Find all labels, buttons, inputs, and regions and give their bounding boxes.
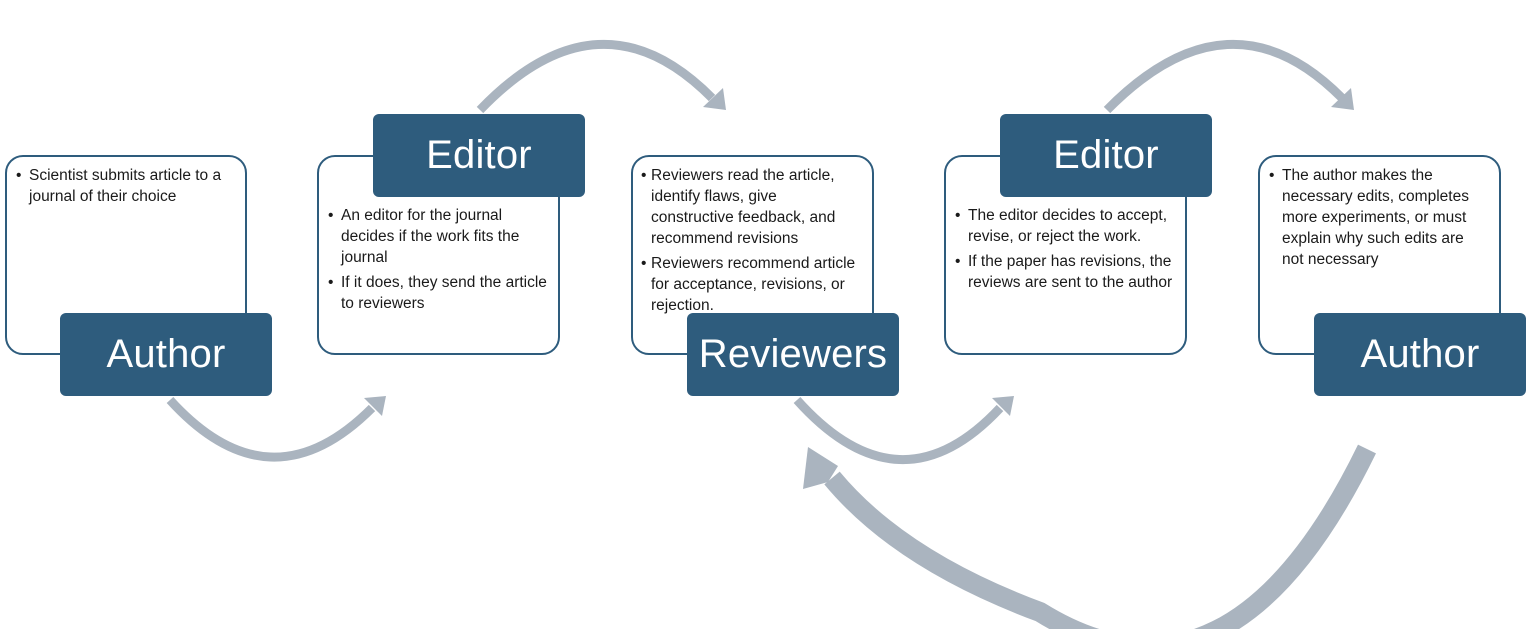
step-3-card: Reviewers read the article, identify fla… (631, 155, 874, 355)
step-4-bullet-2: If the paper has revisions, the reviews … (954, 251, 1175, 293)
arrow-reviewers-to-editor (793, 396, 1004, 465)
arrow-author-to-editor (166, 396, 376, 462)
arrow-editor-to-reviewers (476, 40, 716, 114)
arrow-editor-to-author (1103, 40, 1346, 114)
step-2-label-editor: Editor (373, 114, 585, 197)
step-3-label-reviewers: Reviewers (687, 313, 899, 396)
step-4-label-editor: Editor (1000, 114, 1212, 197)
step-5-label-author: Author (1314, 313, 1526, 396)
arrowhead-author-to-reviewers-loop (803, 447, 838, 489)
step-4-bullet-1: The editor decides to accept, revise, or… (954, 205, 1175, 247)
step-3-bullet-2: Reviewers recommend article for acceptan… (641, 253, 862, 316)
step-2-bullet-2: If it does, they send the article to rev… (327, 272, 548, 314)
arrowhead-author-to-editor (364, 396, 386, 416)
step-1-label-author: Author (60, 313, 272, 396)
step-3-bullet-1: Reviewers read the article, identify fla… (641, 165, 862, 249)
step-1-bullet-1: Scientist submits article to a journal o… (15, 165, 235, 207)
arrow-author-to-reviewers-loop (824, 444, 1376, 629)
arrowhead-editor-to-author (1331, 88, 1354, 110)
step-2-bullet-1: An editor for the journal decides if the… (327, 205, 548, 268)
arrowhead-editor-to-reviewers (703, 88, 726, 110)
arrowhead-reviewers-to-editor (992, 396, 1014, 416)
step-5-bullet-1: The author makes the necessary edits, co… (1268, 165, 1489, 270)
